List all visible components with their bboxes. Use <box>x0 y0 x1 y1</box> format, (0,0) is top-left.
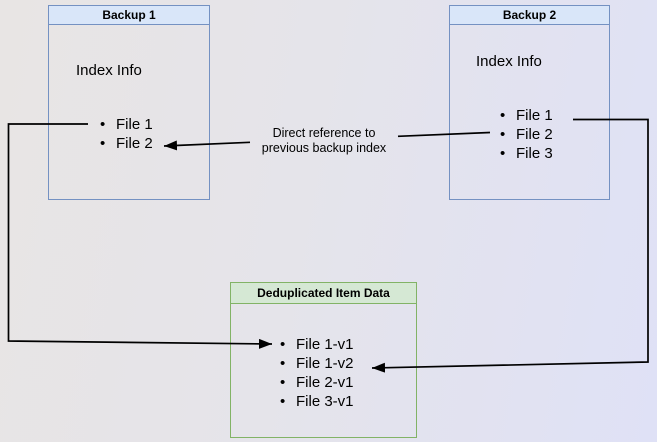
list-item: File 2-v1 <box>279 373 354 392</box>
node-dedup-file-list: File 1-v1 File 1-v2 File 2-v1 File 3-v1 <box>279 335 354 411</box>
annotation-line-1: Direct reference to <box>272 126 376 140</box>
node-dedup-title: Deduplicated Item Data <box>231 283 416 304</box>
node-backup-2-title: Backup 2 <box>450 6 609 25</box>
list-item: File 1 <box>99 115 153 134</box>
node-backup-1-title: Backup 1 <box>49 6 209 25</box>
node-backup-2: Backup 2 Index Info File 1 File 2 File 3 <box>449 5 610 200</box>
list-item: File 3 <box>499 144 553 163</box>
list-item: File 3-v1 <box>279 392 354 411</box>
node-deduplicated-item-data: Deduplicated Item Data File 1-v1 File 1-… <box>230 282 417 438</box>
node-backup-2-file-list: File 1 File 2 File 3 <box>499 106 553 163</box>
list-item: File 2 <box>99 134 153 153</box>
list-item: File 2 <box>499 125 553 144</box>
annotation-direct-reference: Direct reference to previous backup inde… <box>235 126 413 156</box>
node-backup-1: Backup 1 Index Info File 1 File 2 <box>48 5 210 200</box>
list-item: File 1-v2 <box>279 354 354 373</box>
node-backup-1-file-list: File 1 File 2 <box>99 115 153 153</box>
annotation-line-2: previous backup index <box>261 141 387 155</box>
node-backup-1-subtitle: Index Info <box>76 62 142 79</box>
list-item: File 1-v1 <box>279 335 354 354</box>
node-backup-2-subtitle: Index Info <box>476 53 542 70</box>
list-item: File 1 <box>499 106 553 125</box>
